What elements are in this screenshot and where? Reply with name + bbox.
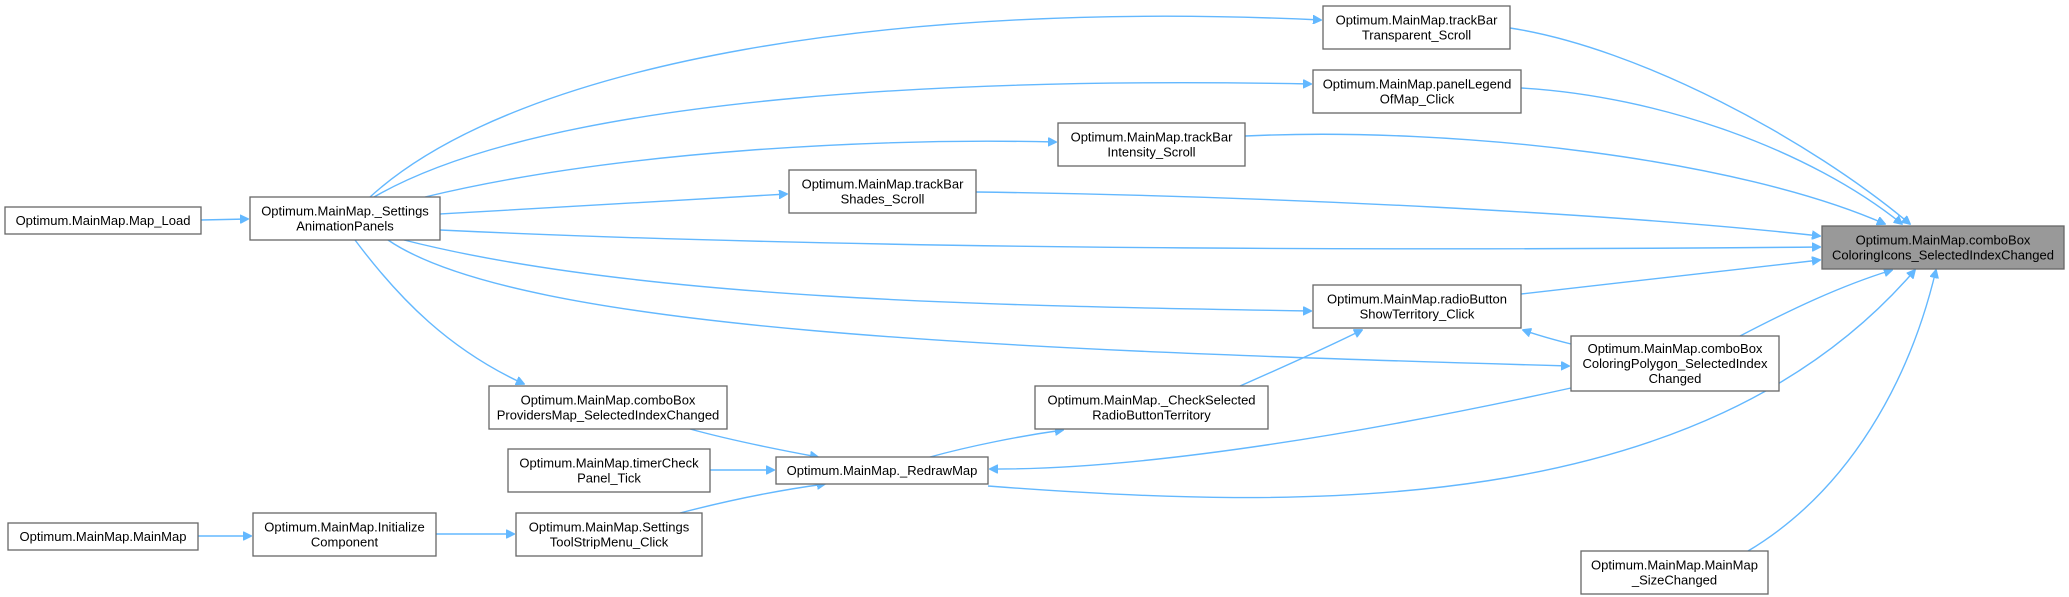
node-redrawmap[interactable]: Optimum.MainMap._RedrawMap — [775, 456, 989, 485]
node-label-line: Optimum.MainMap._RedrawMap — [787, 463, 978, 478]
edge-redrawmap-to-combobox-coloringicons — [987, 270, 1915, 499]
node-label-line: Optimum.MainMap.MainMap — [1591, 558, 1758, 573]
node-label-line: Optimum.MainMap.trackBar — [1071, 130, 1233, 145]
node-box — [1312, 284, 1522, 329]
node-box — [488, 385, 728, 430]
edge-mainmap-sizechanged-to-combobox-coloringicons — [1747, 270, 1936, 552]
node-mainmap-sizechanged[interactable]: Optimum.MainMap.MainMap_SizeChanged — [1580, 550, 1769, 595]
node-combobox-providersmap[interactable]: Optimum.MainMap.comboBoxProvidersMap_Sel… — [488, 385, 728, 430]
node-trackbar-transparent[interactable]: Optimum.MainMap.trackBarTransparent_Scro… — [1322, 5, 1511, 50]
edge-settings-animationpanels-to-trackbar-transparent — [369, 16, 1321, 198]
edge-settings-toolstripmenu-to-redrawmap — [679, 484, 825, 514]
edge-settings-animationpanels-to-panellegend — [373, 83, 1311, 198]
node-box — [1821, 225, 2065, 270]
node-box — [1034, 385, 1269, 430]
edge-settings-animationpanels-to-radiobutton-showterritory — [403, 239, 1311, 311]
node-box — [788, 169, 977, 214]
node-box — [1580, 550, 1769, 595]
node-label-line: Intensity_Scroll — [1107, 145, 1195, 160]
node-label-line: RadioButtonTerritory — [1092, 408, 1211, 423]
node-box — [515, 512, 703, 557]
node-label-line: Optimum.MainMap.comboBox — [521, 393, 696, 408]
node-combobox-coloringicons[interactable]: Optimum.MainMap.comboBoxColoringIcons_Se… — [1821, 225, 2065, 270]
edge-combobox-coloringpolygon-to-radiobutton-showterritory — [1523, 330, 1572, 345]
node-label-line: Optimum.MainMap._Settings — [261, 204, 429, 219]
edge-settings-animationpanels-to-trackbar-shades — [439, 194, 787, 215]
edge-panellegend-to-combobox-coloringicons — [1520, 87, 1902, 224]
node-label-line: ToolStripMenu_Click — [550, 535, 669, 550]
node-label-line: Optimum.MainMap.timerCheck — [519, 456, 699, 471]
edge-settings-animationpanels-to-trackbar-intensity — [424, 141, 1056, 198]
node-label-line: ProvidersMap_SelectedIndexChanged — [497, 408, 720, 423]
edge-combobox-providersmap-to-redrawmap — [689, 428, 818, 457]
edge-settings-animationpanels-to-combobox-providersmap — [354, 239, 524, 384]
node-label-line: ColoringIcons_SelectedIndexChanged — [1832, 248, 2054, 263]
node-label-line: Optimum.MainMap.trackBar — [802, 177, 964, 192]
edge-settings-animationpanels-to-combobox-coloringicons — [439, 229, 1820, 249]
node-label-line: AnimationPanels — [296, 219, 394, 234]
node-label-line: Component — [311, 535, 379, 550]
node-label-line: ShowTerritory_Click — [1360, 307, 1475, 322]
node-box — [4, 206, 202, 235]
node-label-line: _SizeChanged — [1631, 573, 1717, 588]
node-box — [249, 196, 441, 241]
edge-trackbar-shades-to-combobox-coloringicons — [975, 191, 1820, 236]
edge-map-load-to-settings-animationpanels — [200, 219, 248, 220]
node-label-line: Optimum.MainMap.panelLegend — [1323, 77, 1512, 92]
node-label-line: Optimum.MainMap.Initialize — [264, 520, 424, 535]
nodes-layer: Optimum.MainMap.comboBoxColoringIcons_Se… — [4, 5, 2065, 595]
node-label-line: Optimum.MainMap._CheckSelected — [1047, 393, 1255, 408]
edge-radiobutton-showterritory-to-combobox-coloringicons — [1520, 260, 1820, 295]
node-label-line: Optimum.MainMap.comboBox — [1856, 233, 2031, 248]
edge-trackbar-intensity-to-combobox-coloringicons — [1244, 133, 1885, 224]
node-box — [1570, 335, 1780, 392]
edges-layer — [198, 16, 1936, 552]
node-label-line: Optimum.MainMap.MainMap — [20, 529, 187, 544]
node-label-line: Optimum.MainMap.Settings — [529, 520, 690, 535]
node-box — [1057, 122, 1246, 167]
node-box — [1312, 69, 1522, 114]
edge-checkselected-radiobuttonterritory-to-radiobutton-showterritory — [1239, 330, 1362, 387]
node-box — [1322, 5, 1511, 50]
node-box — [252, 512, 437, 557]
node-label-line: Optimum.MainMap.trackBar — [1336, 13, 1498, 28]
edge-trackbar-transparent-to-combobox-coloringicons — [1509, 27, 1910, 224]
node-label-line: Optimum.MainMap.radioButton — [1327, 292, 1507, 307]
edge-combobox-coloringpolygon-to-redrawmap — [990, 387, 1572, 469]
node-box — [775, 456, 989, 485]
node-settings-toolstripmenu[interactable]: Optimum.MainMap.SettingsToolStripMenu_Cl… — [515, 512, 703, 557]
node-label-line: ColoringPolygon_SelectedIndex — [1582, 356, 1768, 371]
edge-settings-animationpanels-to-combobox-coloringpolygon — [387, 239, 1569, 366]
node-box — [507, 448, 711, 493]
node-combobox-coloringpolygon[interactable]: Optimum.MainMap.comboBoxColoringPolygon_… — [1570, 335, 1780, 392]
edge-combobox-coloringpolygon-to-combobox-coloringicons — [1739, 270, 1892, 337]
node-label-line: Panel_Tick — [577, 471, 641, 486]
node-mainmap-ctor[interactable]: Optimum.MainMap.MainMap — [7, 522, 199, 551]
node-box — [7, 522, 199, 551]
node-label-line: Transparent_Scroll — [1362, 28, 1471, 43]
node-label-line: Optimum.MainMap.comboBox — [1588, 341, 1763, 356]
node-checkselected-radiobuttonterritory[interactable]: Optimum.MainMap._CheckSelectedRadioButto… — [1034, 385, 1269, 430]
node-label-line: Shades_Scroll — [841, 192, 925, 207]
node-label-line: Changed — [1649, 371, 1702, 386]
node-label-line: Optimum.MainMap.Map_Load — [16, 213, 191, 228]
edge-redrawmap-to-checkselected-radiobuttonterritory — [929, 430, 1063, 458]
node-radiobutton-showterritory[interactable]: Optimum.MainMap.radioButtonShowTerritory… — [1312, 284, 1522, 329]
node-label-line: OfMap_Click — [1380, 92, 1455, 107]
node-map-load[interactable]: Optimum.MainMap.Map_Load — [4, 206, 202, 235]
